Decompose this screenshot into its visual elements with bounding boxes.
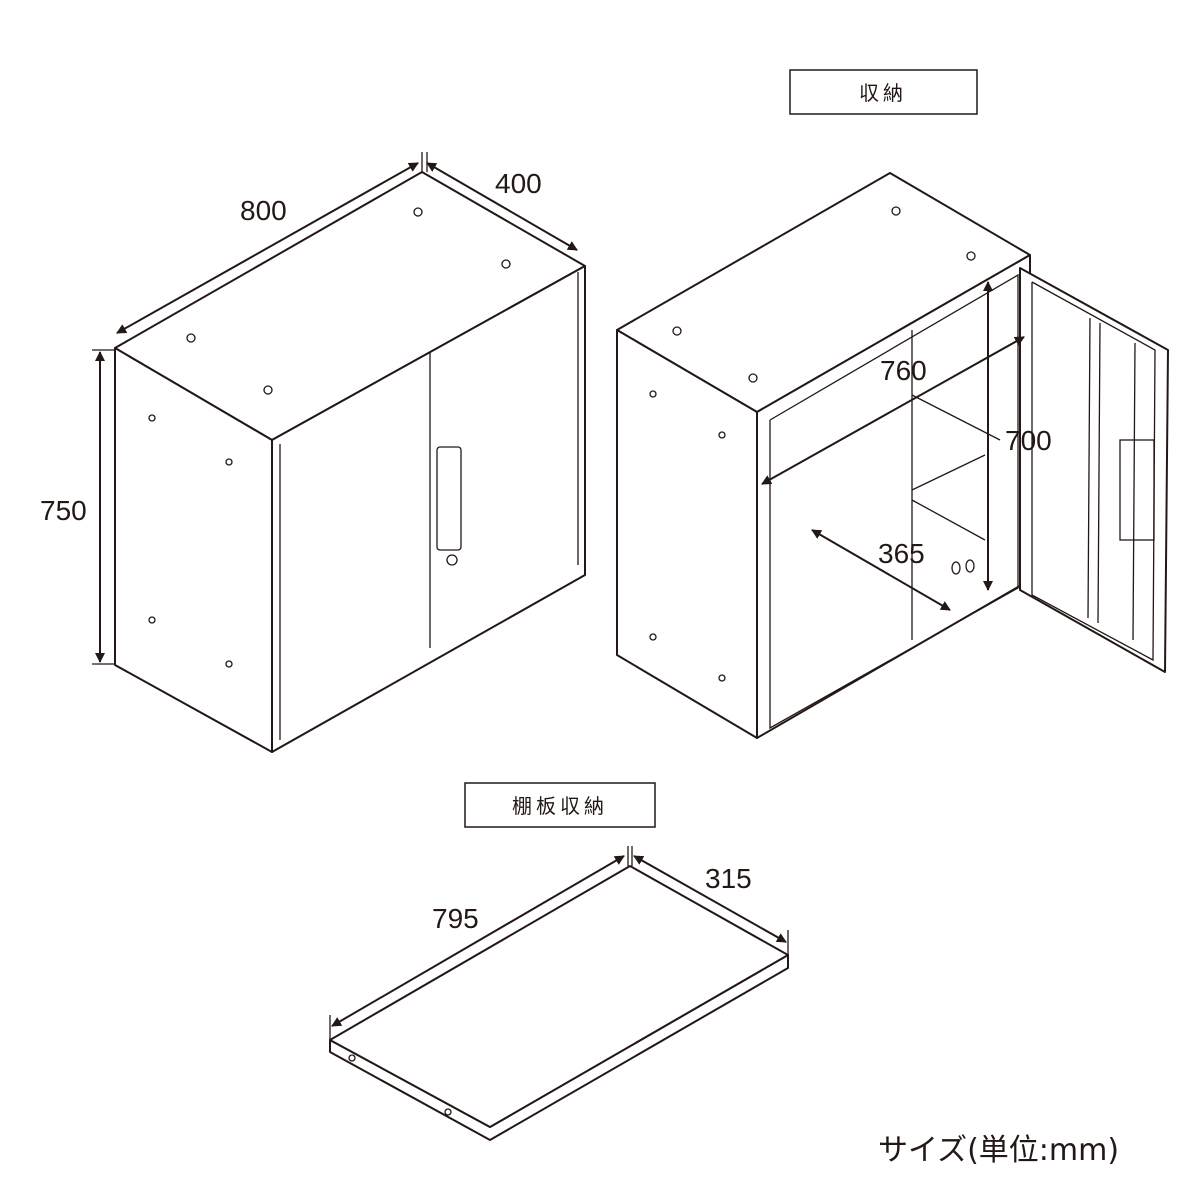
open-cabinet: 760 700 365 <box>616 172 1169 739</box>
inner-height-label: 700 <box>1005 425 1052 456</box>
shelf-width-arrow <box>331 855 625 1027</box>
door-handle-inner <box>1119 439 1155 541</box>
size-unit-caption: サイズ(単位:mm) <box>878 1133 1119 1168</box>
shelf-width-label: 795 <box>432 903 479 934</box>
cabinet-depth-label: 400 <box>495 168 542 199</box>
inner-width-arrow <box>761 336 1025 485</box>
inner-depth-label: 365 <box>878 538 925 569</box>
shelf-storage-label: 棚板収納 <box>512 794 608 818</box>
cabinet-width-label: 800 <box>240 195 287 226</box>
shelf-depth-arrow <box>633 855 787 943</box>
depth-arrow <box>426 162 578 251</box>
width-arrow <box>116 162 419 334</box>
shelf-depth-label: 315 <box>705 863 752 894</box>
inner-width-label: 760 <box>880 355 927 386</box>
closed-cabinet: 800 400 750 <box>40 152 586 753</box>
storage-label: 収納 <box>859 81 907 105</box>
storage-label-box: 収納 <box>789 69 978 115</box>
door-handle <box>436 446 462 551</box>
inner-depth-arrow <box>811 529 951 611</box>
lock-icon <box>446 554 458 566</box>
shelf-label-box: 棚板収納 <box>464 782 656 828</box>
cabinet-height-label: 750 <box>40 495 87 526</box>
shelf-board: 795 315 <box>329 846 789 1141</box>
